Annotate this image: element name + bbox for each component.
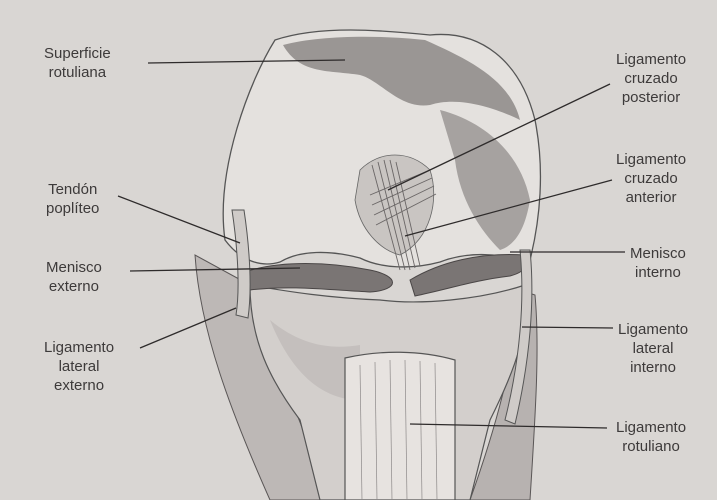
label-ligamento-cruzado-anterior: Ligamento cruzado anterior	[616, 150, 686, 207]
label-superficie-rotuliana: Superficie rotuliana	[44, 44, 111, 82]
line-tendon-popliteo	[118, 196, 240, 243]
label-menisco-interno: Menisco interno	[630, 244, 686, 282]
label-ligamento-lateral-interno: Ligamento lateral interno	[618, 320, 688, 377]
label-ligamento-cruzado-posterior: Ligamento cruzado posterior	[616, 50, 686, 107]
label-ligamento-rotuliano: Ligamento rotuliano	[616, 418, 686, 456]
label-tendon-popliteo: Tendón poplíteo	[46, 180, 99, 218]
lateral-meniscus	[245, 264, 393, 293]
label-ligamento-lateral-externo: Ligamento lateral externo	[44, 338, 114, 395]
label-menisco-externo: Menisco externo	[46, 258, 102, 296]
